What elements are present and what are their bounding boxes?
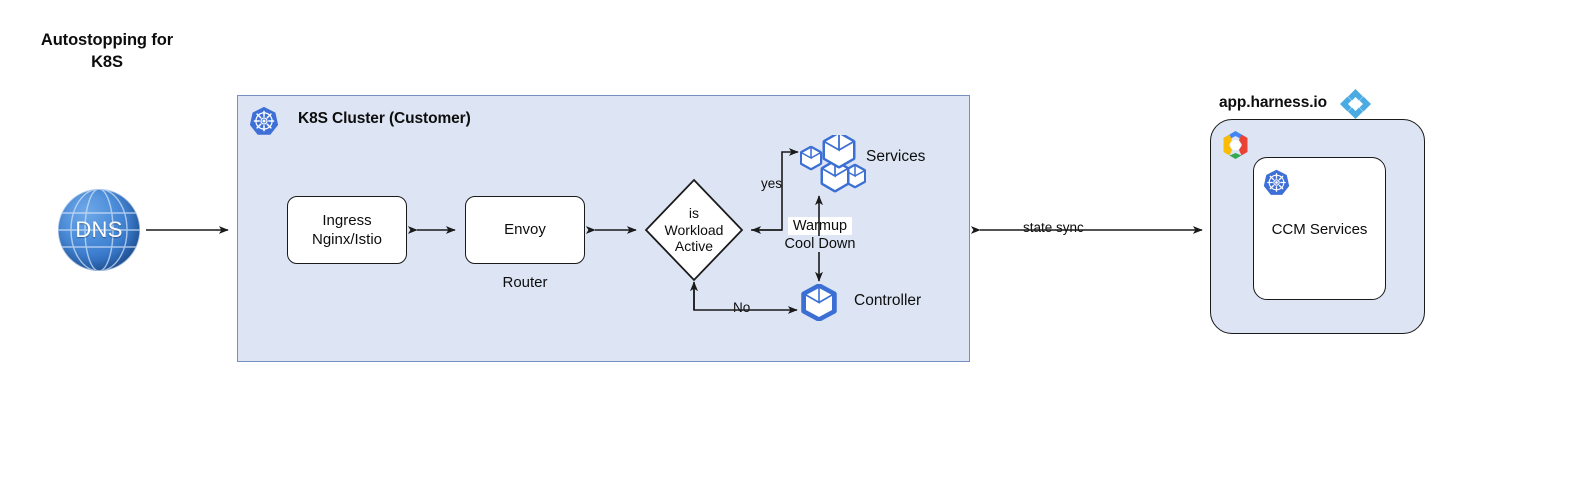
kubernetes-icon bbox=[249, 106, 279, 136]
envoy-node[interactable]: Envoy bbox=[465, 196, 585, 264]
dns-label: DNS bbox=[75, 217, 123, 242]
globe-icon bbox=[58, 189, 140, 271]
edge-label-state-sync: state sync bbox=[1020, 220, 1087, 235]
gcp-logo-icon bbox=[1219, 130, 1252, 160]
harness-title: app.harness.io bbox=[1219, 94, 1327, 111]
router-caption: Router bbox=[502, 274, 548, 291]
edge-label-yes: yes bbox=[761, 176, 783, 191]
page-title: Autostopping for K8S bbox=[40, 31, 174, 71]
warmup-cooldown-label: Warmup Cool Down bbox=[770, 217, 870, 253]
kubernetes-icon bbox=[1263, 169, 1290, 196]
decision-label: is Workload Active bbox=[664, 205, 724, 255]
diamond-shape bbox=[644, 178, 744, 282]
controller-label: Controller bbox=[854, 292, 922, 309]
workload-active-decision[interactable]: is Workload Active bbox=[644, 178, 744, 282]
ingress-node[interactable]: Ingress Nginx/Istio bbox=[287, 196, 407, 264]
edge-label-no: No bbox=[733, 300, 751, 315]
ccm-services-label: CCM Services bbox=[1271, 221, 1368, 238]
services-label: Services bbox=[866, 148, 926, 165]
cooldown-label: Cool Down bbox=[784, 236, 856, 253]
dns-node[interactable]: DNS bbox=[58, 189, 140, 271]
warmup-label: Warmup bbox=[787, 217, 853, 236]
harness-logo-icon bbox=[1339, 88, 1372, 120]
kubernetes-pods-icon[interactable] bbox=[799, 131, 867, 197]
kubernetes-pod-icon[interactable] bbox=[800, 283, 838, 322]
cluster-title: K8S Cluster (Customer) bbox=[298, 110, 471, 127]
